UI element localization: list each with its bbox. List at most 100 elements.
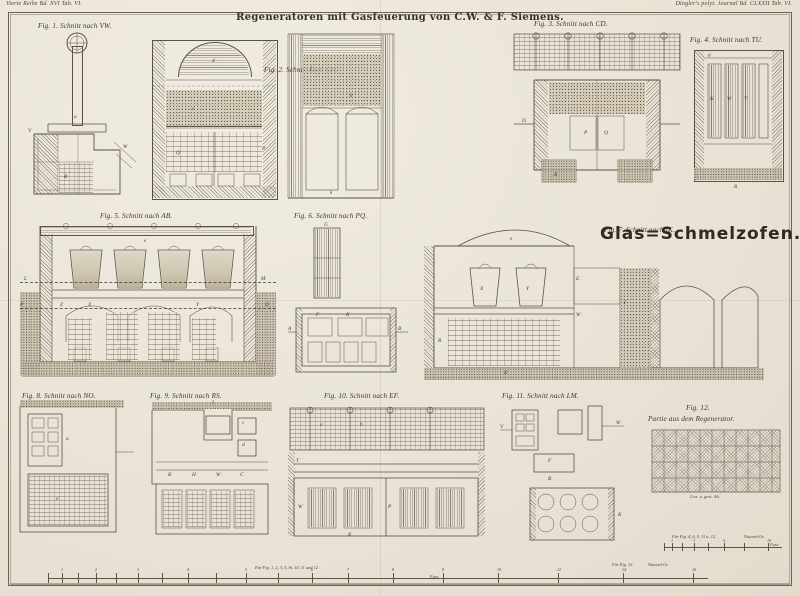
fig3-wall-hatch-left xyxy=(534,80,548,170)
fig9-linework xyxy=(151,409,272,535)
fig5-crucible-3 xyxy=(159,251,189,287)
scalebar-main-caption: Für Fig. 1, 2, 3, 5, 8r, 10, 11 und 12. xyxy=(255,565,320,570)
figure-fig11-caption: Fig. 11. Schnitt nach LM. xyxy=(502,392,579,400)
fig5-ground-right xyxy=(256,292,276,376)
fig9-label-d: d xyxy=(242,442,245,448)
fig1-masonry-left xyxy=(34,134,58,194)
fig2-label-d: d xyxy=(212,58,215,64)
fig4-wall-left xyxy=(694,50,704,180)
scalebar-tick xyxy=(558,573,559,583)
fig5-checkerwork-4 xyxy=(192,318,216,360)
scalebar-tick xyxy=(623,573,624,583)
figure-fig9-caption: Fig. 9. Schnitt nach RS. xyxy=(150,392,222,400)
scalebar-tick xyxy=(48,573,49,583)
fig4-flue-1 xyxy=(709,65,720,137)
plate-title: Regeneratoren mit Gasfeuerung von C.W. &… xyxy=(236,12,564,23)
scalebar-number: 1 xyxy=(61,567,63,572)
fig4-label-R: R xyxy=(734,184,738,190)
fig2b-chamber xyxy=(303,54,381,106)
fig9-label-C: C xyxy=(240,472,244,478)
figure-fig11: Fig. 11. Schnitt nach LM. V W F xyxy=(500,392,630,548)
fig2-linework xyxy=(152,79,276,187)
fig9-label-I: I xyxy=(212,400,214,406)
fig2-label-B: Q xyxy=(176,150,180,156)
scalebar-number: 5 xyxy=(245,567,247,572)
imprint-mid: Natural-Gr. xyxy=(744,534,765,539)
fig5-ground-left xyxy=(20,292,40,376)
fig9-label-H: H xyxy=(192,472,196,478)
figure-fig6: Fig. 6. Schnitt nach PQ. xyxy=(288,212,408,382)
fig2b-pier-right xyxy=(383,35,393,197)
plate-border xyxy=(8,12,792,586)
fig7-label-X: X xyxy=(480,286,484,292)
fig2b-linework xyxy=(287,33,395,199)
fig12-imprint: Gez. u. gest. Ab. xyxy=(690,494,720,499)
fig10-label-T: T xyxy=(296,458,299,464)
fig12-linework xyxy=(651,429,781,493)
fig12-checker-row-1 xyxy=(653,431,779,445)
figure-fig7-caption: Fig. 7. Schnitt nach IK. xyxy=(604,226,675,234)
header-right-imprint: Dingler's polyt. Journal Bd. CLXXII Tab.… xyxy=(675,1,792,7)
figure-fig1: Fig. 1. Schnitt nach VW. V W a B xyxy=(28,22,148,197)
figure-fig12-caption: Fig. 12. xyxy=(686,404,710,412)
fig8-linework xyxy=(19,405,134,533)
fig5-label-Y: Y xyxy=(196,302,199,308)
fig10-flue-3 xyxy=(401,489,427,527)
fig4-base xyxy=(694,168,782,180)
scalebar-tick xyxy=(348,573,349,583)
fig11-frame-hatch xyxy=(530,488,536,540)
scalebar-number: 12 xyxy=(557,567,561,572)
scalebar-tick xyxy=(116,573,117,583)
scalebar-tick xyxy=(188,573,189,583)
fig3-footing-left xyxy=(542,160,576,182)
fig10-label-b: b xyxy=(360,422,363,428)
fig2-label-c: c xyxy=(192,106,195,112)
fig7-checkerwork xyxy=(448,318,560,366)
fig4-linework xyxy=(704,57,772,145)
figure-fig7: Fig. 7. Schnitt nach IK. xyxy=(424,226,764,384)
fig5-crucible-1 xyxy=(71,251,101,287)
fig5-crown-fill xyxy=(41,227,251,233)
fig9-checker-2 xyxy=(187,491,205,527)
fig6-wall-hatch xyxy=(296,308,302,372)
figure-fig12-subcaption: Partie aus dem Regenerator. xyxy=(648,415,735,423)
scalebar-number: 9 xyxy=(442,567,444,572)
fig3-label-K: K xyxy=(554,172,558,178)
fig7-label-e: e xyxy=(510,236,513,242)
scalebar-tick xyxy=(443,573,444,583)
fig3-footing-right xyxy=(618,160,652,182)
fig6-duct xyxy=(315,229,339,297)
scalebar-number: 2 xyxy=(95,567,97,572)
scalebar-small: 1 3 5 10 xyxy=(664,538,782,552)
fig3-label-B: D xyxy=(522,118,526,124)
scalebar-main-axis xyxy=(48,578,708,579)
scalebar-main: 1 2 3 4 5 6 7 8 9 10 12 14 16 xyxy=(48,567,708,584)
scalebar-tick xyxy=(138,573,139,583)
fig11-label-K: K xyxy=(618,512,622,518)
fig4-label-W: W xyxy=(727,96,732,102)
scalebar-number: 14 xyxy=(622,567,626,572)
fig10-linework xyxy=(289,406,485,537)
scalebar-small-tick xyxy=(664,543,665,551)
fig10-label-P: P xyxy=(388,504,392,510)
scalebar-number: 4 xyxy=(187,567,189,572)
fig9-label-W: W xyxy=(216,472,221,478)
scalebar-tick xyxy=(62,573,63,583)
plate-inner-border xyxy=(10,14,790,584)
fig7-fill-chimney xyxy=(651,268,659,368)
fig1-brickwork xyxy=(59,163,93,193)
fig1-label-V: V xyxy=(28,128,32,134)
fig9-checker-1 xyxy=(163,491,181,527)
scalebar-small-tick xyxy=(744,543,745,551)
scalebar-small-number: 1 xyxy=(671,538,673,543)
scalebar-small-axis xyxy=(664,547,782,548)
section-title: Glas=Schmelzofen. xyxy=(600,224,800,244)
scalebar-small-number: 10 xyxy=(767,538,771,543)
fig3-arcade-band xyxy=(514,34,680,70)
fig1-label-a: a xyxy=(74,114,77,120)
fig5-section-line-LM xyxy=(20,282,276,283)
scalebar-tick xyxy=(216,573,217,583)
header-left-imprint: Vierte Reihe Bd. XVI Tab. VI. xyxy=(6,1,83,7)
fig7-label-E: E xyxy=(576,276,580,282)
figure-fig10-caption: Fig. 10. Schnitt nach EF. xyxy=(324,392,400,400)
